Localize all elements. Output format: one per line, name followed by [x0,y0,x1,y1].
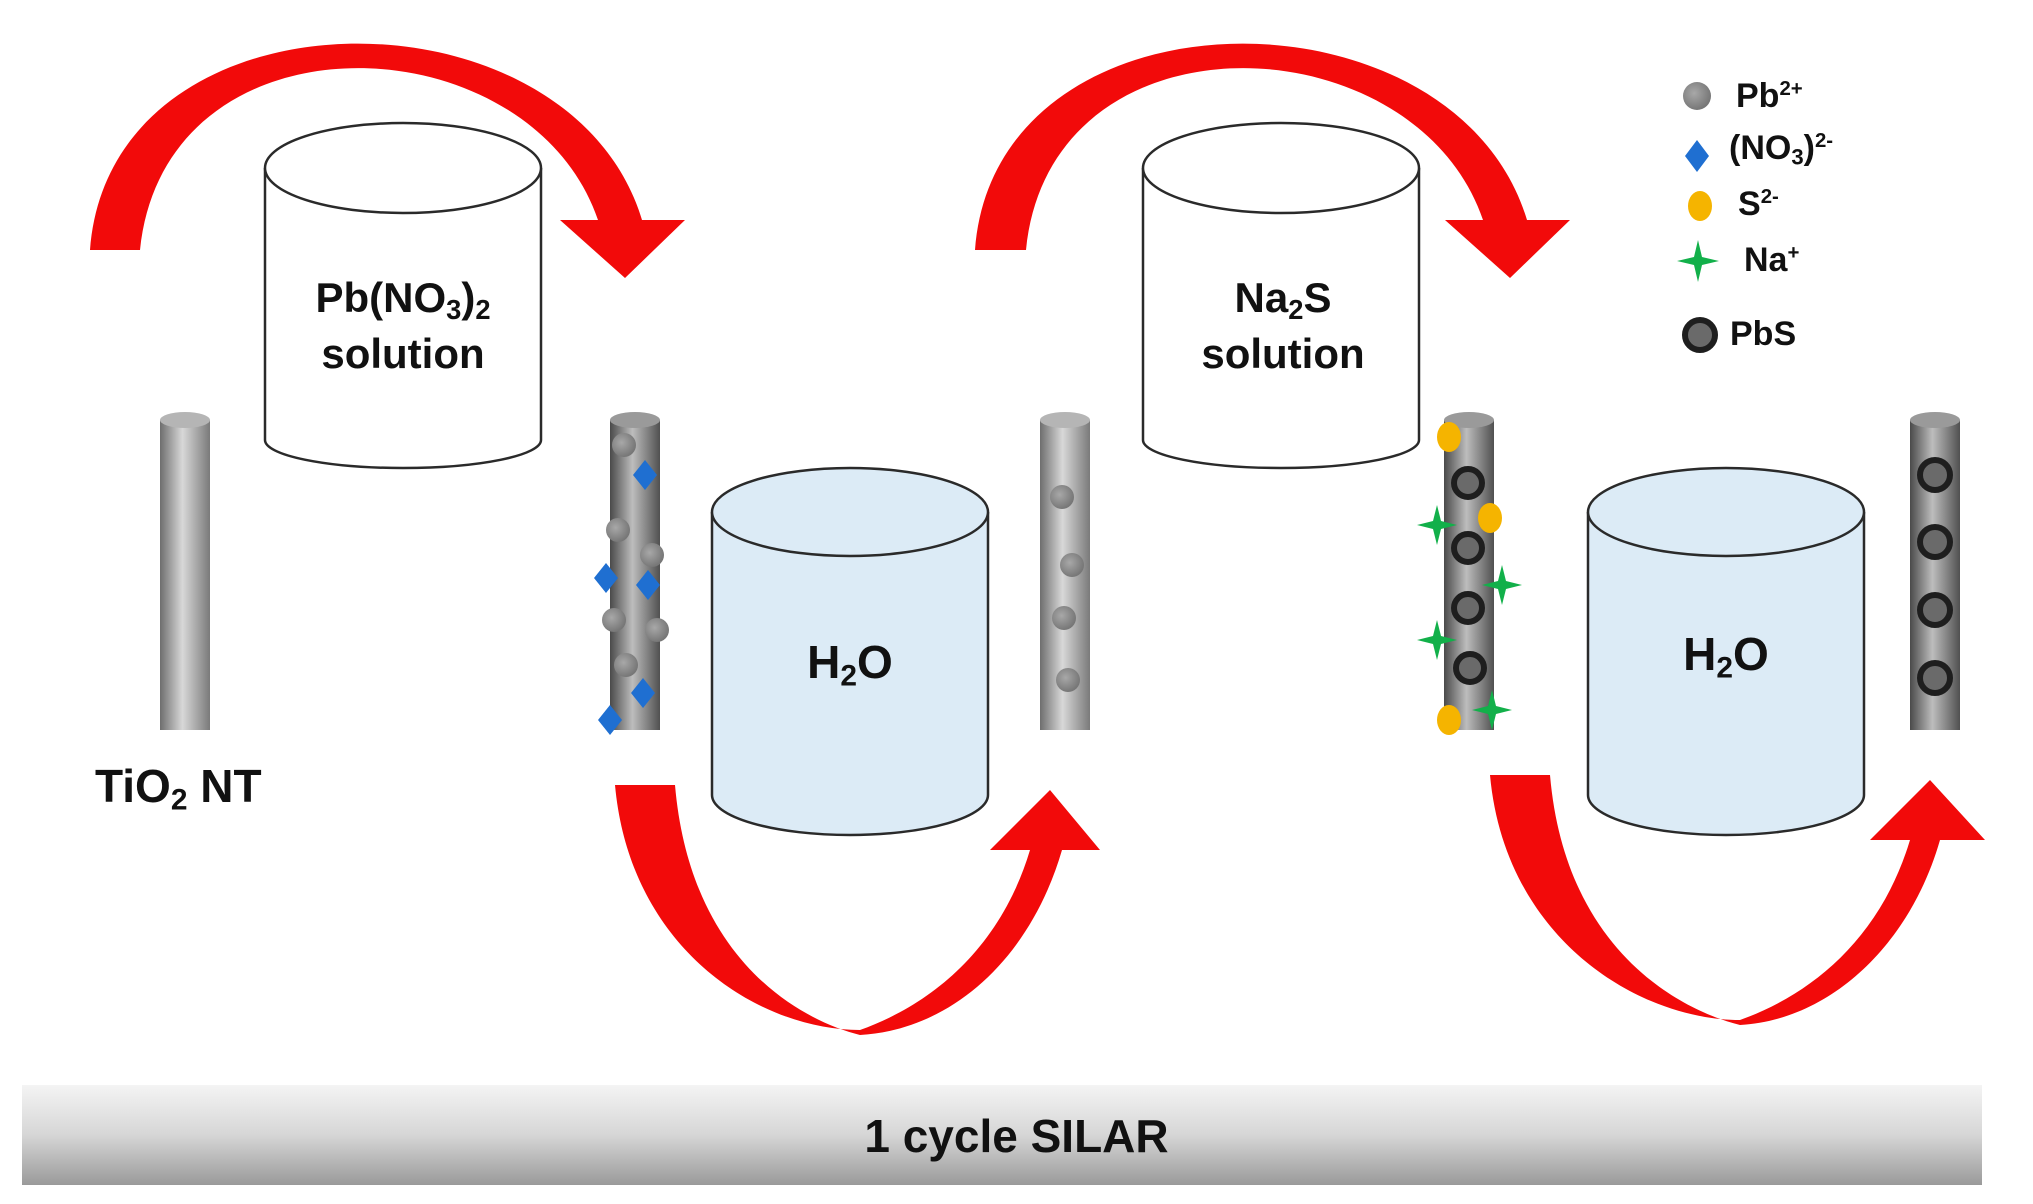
pb-ion [602,608,626,632]
pb-ion [606,518,630,542]
nitrate-ion [598,705,622,735]
cycle-bar [22,1085,1982,1185]
ions-tube-3 [1050,485,1084,692]
pbs-particle [1917,592,1953,628]
tio2-nanotube-label: TiO2 NT [95,760,262,817]
pbs-tube-5 [1917,457,1953,696]
beaker-pb-nitrate [263,121,543,470]
sulfide-ion [1437,705,1461,735]
beaker-water-1 [710,466,990,837]
cycle-label: 1 cycle SILAR [864,1110,1169,1162]
nitrate-ion [633,460,657,490]
pbs-particle [1451,531,1485,565]
pbs-particle [1917,660,1953,696]
legend-sodium-label: Na+ [1744,241,1800,279]
legend-nitrate-label: (NO3)2- [1729,129,1834,170]
nanotube-pb-adsorbed [610,412,660,730]
arrow-rinse-2 [1490,775,1985,1025]
nitrate-ion [636,570,660,600]
pb-ion [1060,553,1084,577]
pb-ion [1050,485,1074,509]
legend-sodium-symbol [1677,240,1719,282]
beaker-water-2-label: H2O [1683,628,1769,685]
pb-ion [645,618,669,642]
legend-symbols [1677,82,1719,353]
legend-pbs-symbol [1682,317,1718,353]
sodium-ion [1417,620,1457,660]
arrow-into-pb-solution [90,43,685,278]
nitrate-ion [594,563,618,593]
sodium-ion [1417,505,1457,545]
legend-pb-ion-label: Pb2+ [1736,77,1803,115]
beaker-water-2 [1586,466,1866,837]
pbs-particle [1917,457,1953,493]
pb-ion [1052,606,1076,630]
pb-ion [1056,668,1080,692]
pb-ion [614,653,638,677]
legend-sulfide-symbol [1688,191,1712,221]
legend-pbs-label: PbS [1730,315,1797,353]
sodium-ion [1472,690,1512,730]
pbs-particle [1451,466,1485,500]
beaker-water-1-label: H2O [807,636,893,693]
sodium-ion [1482,565,1522,605]
pbs-particle [1917,524,1953,560]
legend-sulfide-label: S2- [1738,185,1779,223]
beaker-na2s-label: Na2S solution [1201,274,1365,377]
pbs-particle [1451,591,1485,625]
pb-ion [612,433,636,457]
ions-tube-2 [594,433,669,735]
nitrate-ion [631,678,655,708]
arrow-into-na2s-solution [975,43,1570,278]
legend-pb-ion-symbol [1683,82,1711,110]
beaker-na2s [1141,121,1421,470]
pbs-particle [1453,651,1487,685]
pb-ion [640,543,664,567]
sulfide-ion [1478,503,1502,533]
arrow-rinse-1 [615,785,1100,1035]
nanotube-bare [160,412,210,730]
beaker-pb-nitrate-label: Pb(NO3)2 solution [315,274,491,377]
legend-nitrate-symbol [1685,140,1709,172]
sulfide-ion [1437,422,1461,452]
ions-tube-4 [1417,422,1522,735]
